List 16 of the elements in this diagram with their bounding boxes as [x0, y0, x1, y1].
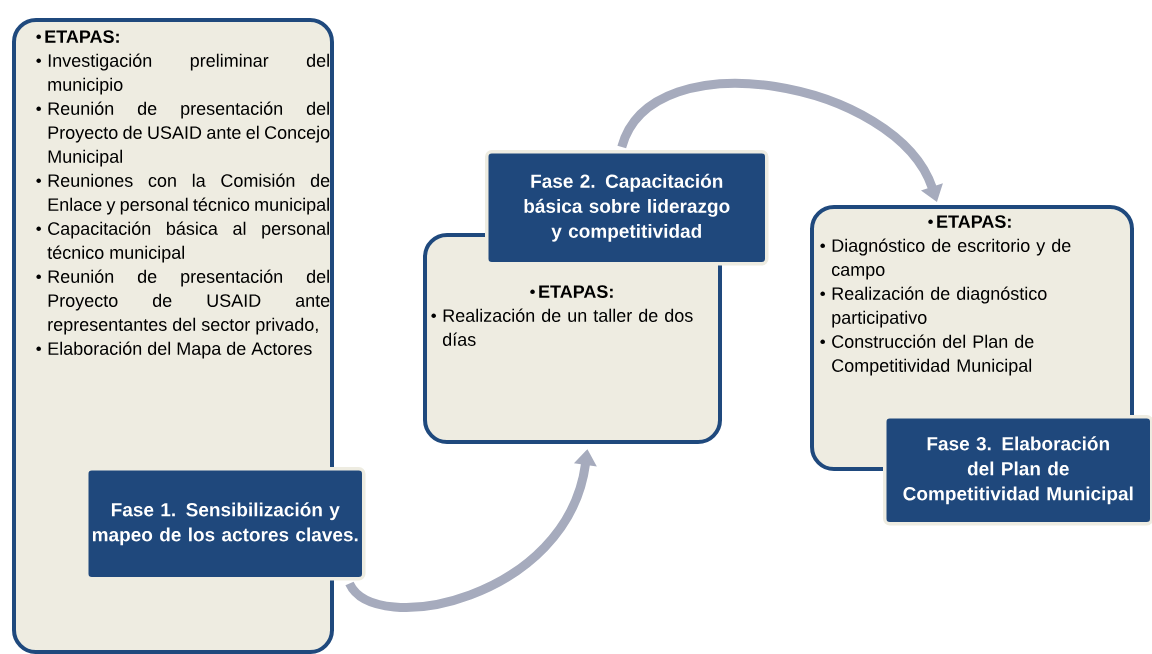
list-item: Realización de un taller de dos días — [442, 308, 693, 346]
heading: ETAPAS: — [937, 215, 1011, 228]
list-item: Construcción del Plan de Competitividad Municipal — [832, 334, 1034, 376]
list-item: Reunión de presentación del Proyecto de USAID ante el Concejo Municipal — [48, 101, 330, 167]
phase-title-box: Fase 1. Sensibilización y mapeo de los actores claves. — [85, 467, 366, 581]
phase-title-box: Fase 2. Capacitación básica sobre liderazgo y competitividad — [485, 150, 769, 266]
list-item: Reuniones con la Comisión de Enlace y personal técnico municipal — [48, 173, 330, 215]
list-item: Elaboración del Mapa de Actores — [48, 341, 312, 359]
phase-title-box: Fase 3. Elaboración del Plan de Competitividad Municipal — [883, 415, 1152, 526]
list-item: Realización de diagnóstico participativo — [832, 286, 1047, 328]
list-item: Reunión de presentación del Proyecto de USAID ante representantes del sector privado, — [48, 269, 330, 335]
list-item: Investigación preliminar del municipio — [48, 53, 329, 95]
heading: ETAPAS: — [539, 285, 613, 298]
list-item: Diagnóstico de escritorio y de campo — [832, 238, 1071, 280]
heading: ETAPAS: — [45, 30, 119, 43]
list-item: Capacitación básica al personal técnico municipal — [47, 221, 329, 263]
